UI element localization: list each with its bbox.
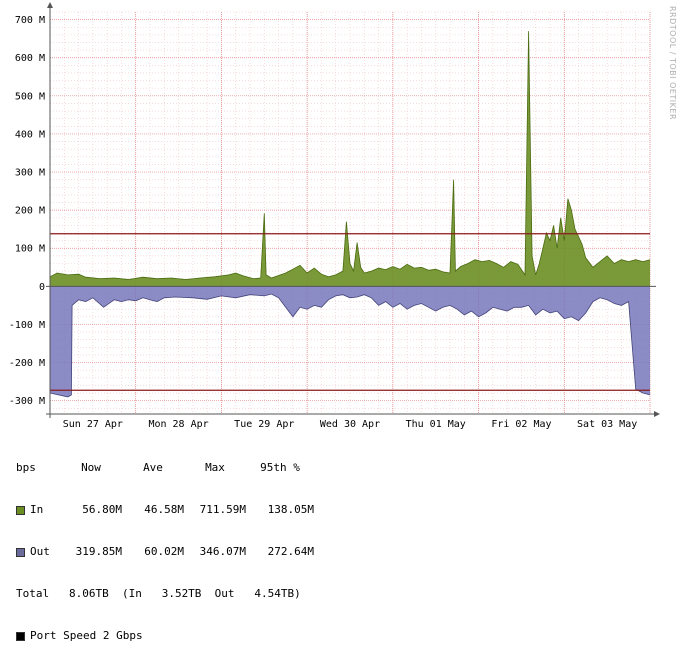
series-line-out — [49, 293, 651, 398]
legend-ave-header: Ave — [143, 461, 163, 474]
y-tick-label: 600 M — [15, 53, 45, 64]
y-tick-label: 0 — [39, 282, 45, 293]
y-tick-label: -200 M — [9, 358, 45, 369]
grid — [49, 11, 651, 414]
legend-total-text: Total 8.06TB (In 3.52TB Out 4.54TB) — [16, 587, 301, 600]
x-tick-label: Fri 02 May — [491, 419, 551, 430]
series-area-in — [50, 31, 650, 287]
legend-swatch-port-speed — [16, 631, 25, 641]
y-tick-label: 500 M — [15, 91, 45, 102]
y-tick-label: 700 M — [15, 15, 45, 26]
legend-label-in: In — [30, 503, 44, 516]
legend-max-header: Max — [205, 461, 225, 474]
y-tick-labels: 700 M 600 M 500 M 400 M 300 M 200 M 100 M 0 -100… — [9, 15, 45, 407]
y-tick-label: 400 M — [15, 129, 45, 140]
y-axis-arrow — [47, 2, 53, 8]
legend-unit: bps — [16, 461, 36, 474]
legend-in-max: 711.59M — [199, 503, 246, 516]
series-line-in — [49, 31, 651, 280]
y-tick-label: -100 M — [9, 320, 45, 331]
legend-total: Total 8.06TB (In 3.52TB Out 4.54TB) — [16, 587, 314, 601]
legend-out-now: 319.85M — [75, 545, 122, 558]
legend-out-p95: 272.64M — [267, 545, 314, 558]
y-tick-label: -300 M — [9, 396, 45, 407]
legend-in-now: 56.80M — [82, 503, 122, 516]
y-tick-label: 100 M — [15, 244, 45, 255]
percentile-lines — [50, 233, 650, 391]
legend-row-in: In 56.80M 46.58M 711.59M 138.05M — [16, 503, 314, 517]
legend-out-ave: 60.02M — [144, 545, 184, 558]
x-tick-labels: Sun 27 Apr Mon 28 Apr Tue 29 Apr Wed 30 Apr… — [63, 419, 638, 430]
legend-out-max: 346.07M — [199, 545, 246, 558]
x-tick-label: Tue 29 Apr — [234, 419, 294, 430]
legend: bps Now Ave Max 95th % In 56.80M 46.58M … — [16, 433, 314, 657]
x-tick-label: Sat 03 May — [577, 419, 637, 430]
legend-port-speed-text: Port Speed 2 Gbps — [30, 629, 143, 642]
legend-p95-header: 95th % — [260, 461, 300, 474]
y-tick-label: 300 M — [15, 168, 45, 179]
x-tick-label: Wed 30 Apr — [320, 419, 380, 430]
legend-swatch-out — [16, 547, 25, 557]
traffic-chart: 700 M 600 M 500 M 400 M 300 M 200 M 100 M 0 -100… — [9, 2, 660, 430]
x-axis-arrow — [654, 411, 660, 417]
legend-header: bps Now Ave Max 95th % — [16, 461, 314, 475]
x-tick-label: Mon 28 Apr — [148, 419, 208, 430]
rrdtool-watermark: RRDTOOL / TOBI OETIKER — [668, 6, 677, 121]
legend-port-speed: Port Speed 2 Gbps — [16, 629, 314, 643]
axes — [46, 2, 660, 418]
legend-swatch-in — [16, 505, 25, 515]
legend-row-out: Out 319.85M 60.02M 346.07M 272.64M — [16, 545, 314, 559]
legend-label-out: Out — [30, 545, 50, 558]
y-tick-label: 200 M — [15, 206, 45, 217]
x-tick-label: Sun 27 Apr — [63, 419, 123, 430]
legend-in-ave: 46.58M — [144, 503, 184, 516]
legend-now-header: Now — [81, 461, 101, 474]
series-areas — [49, 31, 651, 398]
legend-in-p95: 138.05M — [267, 503, 314, 516]
series-area-out — [50, 286, 650, 397]
x-tick-label: Thu 01 May — [406, 419, 466, 430]
